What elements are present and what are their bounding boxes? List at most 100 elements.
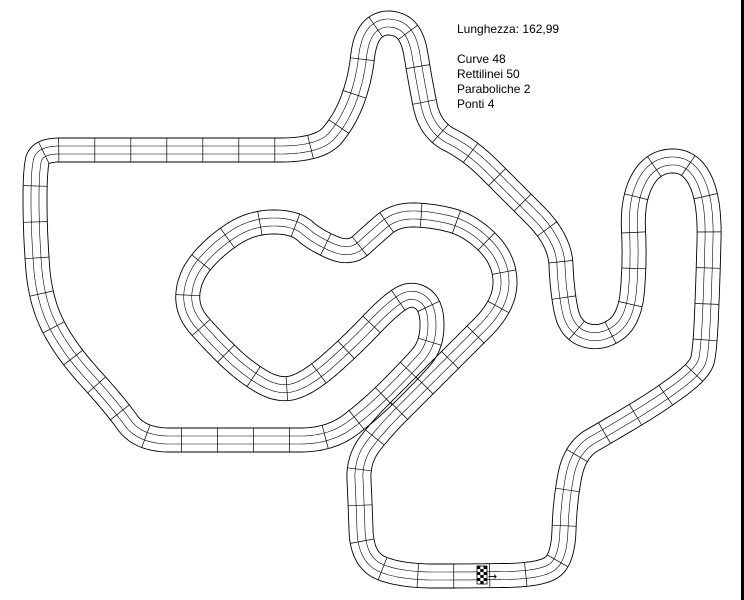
track-section-joint (110, 404, 130, 421)
arrow-right-icon: → (488, 570, 497, 583)
track-section-joint (350, 538, 374, 544)
track-section-joint (23, 185, 48, 187)
track-statistics: Lunghezza: 162,99 Curve 48 Rettilinei 50… (457, 22, 559, 112)
track-section-joint (696, 267, 721, 269)
track-section-joint (463, 143, 479, 163)
curves-value: 48 (492, 52, 506, 66)
track-section-joint (63, 349, 84, 366)
track-section-joint (513, 193, 532, 212)
track-section-joint (537, 221, 558, 237)
track-section-joint (141, 424, 151, 448)
track-section-joint (432, 124, 449, 143)
track-section-joint (246, 366, 261, 387)
checker-square (480, 569, 484, 572)
track-section-joint (191, 254, 211, 271)
track-section-joint (566, 449, 588, 462)
straights-value: 50 (506, 67, 520, 81)
track-section-joint (598, 422, 611, 444)
track-section-joint (492, 269, 516, 275)
track-section-joint (42, 321, 65, 334)
track-section-joint (441, 351, 459, 369)
track-section-joint (368, 16, 383, 37)
checker-square (477, 572, 481, 575)
start-finish-line: → (476, 565, 497, 585)
length-row: Lunghezza: 162,99 (457, 22, 559, 37)
track-section-joint (191, 319, 211, 336)
track-section-joint (621, 231, 646, 234)
checker-square (480, 575, 484, 578)
track-section-joint (477, 232, 496, 251)
track-section-joint (377, 557, 388, 580)
track-section-joint (290, 213, 301, 237)
outer-track-loop (22, 10, 722, 589)
track-section-joint (351, 236, 368, 256)
track-section-joint (29, 290, 54, 297)
track-section-joint (604, 321, 617, 344)
track-section-joint (311, 363, 327, 384)
length-value: 162,99 (522, 22, 560, 36)
checker-square (480, 581, 484, 584)
track-section-joint (555, 487, 580, 493)
track-section-joint (175, 294, 200, 297)
track-section-joint (391, 290, 406, 311)
track-lane-line (38, 26, 706, 573)
length-label: Lunghezza: (457, 22, 520, 36)
track-section-joint (416, 563, 419, 588)
track-section-joint (452, 210, 461, 234)
track-section-joint (624, 193, 648, 200)
track-section-joint (415, 376, 434, 395)
parabolics-label: Paraboliche (457, 82, 521, 96)
track-section-joint (417, 300, 440, 312)
track-section-joint (406, 64, 430, 69)
track-section-joint (375, 387, 393, 406)
track-section-joint (390, 402, 408, 420)
bridges-value: 4 (487, 97, 495, 111)
track-section-joint (647, 156, 662, 177)
checker-square (483, 566, 487, 569)
track-section-joint (217, 344, 235, 363)
track-section-joint (328, 119, 349, 134)
curves-label: Curve (457, 52, 490, 66)
track-section-joint (400, 362, 418, 380)
checker-square (477, 578, 481, 581)
track-section-joint (321, 425, 329, 449)
track-section-joint (348, 504, 373, 507)
track-lane-line (46, 34, 698, 565)
checker-square (477, 566, 481, 569)
track-section-joint (658, 385, 673, 406)
track-section-joint (568, 320, 585, 340)
track-section-joint (618, 301, 643, 308)
straights-row: Rettilinei 50 (457, 67, 559, 82)
track-section-joint (320, 233, 332, 256)
track-section-joint (552, 524, 577, 527)
track-section-joint (350, 57, 375, 61)
track-section-joint (621, 267, 646, 270)
track-section-joint (418, 337, 442, 346)
track-section-joint (547, 554, 569, 568)
track-section-joint (488, 168, 506, 186)
track-section-joint (24, 256, 50, 260)
track-section-joint (285, 376, 288, 401)
track-section-joint (694, 303, 719, 305)
track-section-joint (87, 376, 106, 394)
track-section-joint (685, 364, 703, 382)
track-lane-line (30, 18, 714, 581)
bridges-row: Ponti 4 (457, 97, 559, 112)
track-section-joint (348, 410, 365, 430)
track-section-joint (548, 260, 573, 264)
track-section-joint (524, 562, 528, 587)
track-lane-line (22, 10, 722, 589)
bridges-label: Ponti (457, 97, 485, 111)
checker-square (483, 578, 487, 581)
track-section-joint (379, 212, 394, 233)
track-section-joint (342, 90, 367, 99)
track-section-joint (551, 295, 576, 300)
track-section-joint (220, 227, 235, 248)
checkered-pattern (477, 566, 487, 584)
track-section-joint (38, 141, 50, 164)
parabolics-value: 2 (523, 82, 531, 96)
track-section-joint (307, 135, 314, 159)
track-section-joint (412, 99, 437, 105)
track-section-joint (629, 404, 642, 426)
